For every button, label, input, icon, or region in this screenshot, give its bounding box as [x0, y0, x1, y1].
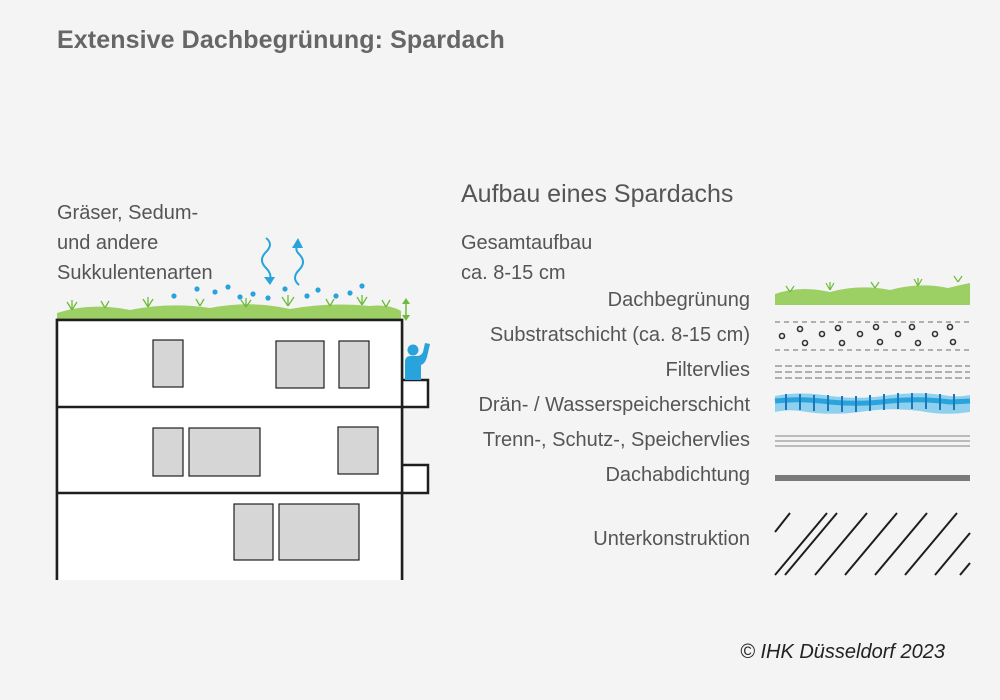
sample-filter-fleece — [775, 365, 970, 379]
sample-separation-fleece — [775, 435, 970, 447]
roof-height-arrow — [402, 298, 410, 321]
sample-substrate — [775, 321, 970, 351]
plants-note-line: Gräser, Sedum- — [57, 202, 199, 224]
plants-note: Gräser, Sedum- und andere Sukkulentenart… — [57, 198, 213, 288]
layer-label-filtervlies: Filtervlies — [665, 359, 750, 381]
sample-substructure — [774, 512, 971, 576]
plant-sprouts — [66, 295, 391, 311]
layer-label-substratschicht: Substratschicht (ca. 8-15 cm) — [489, 324, 750, 346]
layer-label-draenschicht: Drän- / Wasserspeicherschicht — [478, 394, 750, 416]
building-illustration — [55, 237, 430, 580]
total-build-line: Gesamtaufbau — [461, 232, 593, 254]
window — [275, 340, 325, 389]
layer-samples — [774, 275, 971, 576]
copyright-note: © IHK Düsseldorf 2023 — [740, 641, 945, 663]
window — [278, 503, 360, 561]
plants-note-line: Sukkulentenarten — [57, 262, 213, 284]
sample-drainage — [774, 393, 971, 414]
window — [337, 426, 379, 475]
roof-vegetation — [57, 304, 401, 320]
page-title: Extensive Dachbegrünung: Spardach — [57, 26, 505, 54]
window — [152, 427, 184, 477]
section-title: Aufbau eines Spardachs — [461, 180, 734, 208]
window — [338, 340, 370, 389]
rain-arrow-down — [261, 237, 275, 285]
layer-label-dachabdichtung: Dachabdichtung — [605, 464, 750, 486]
window — [152, 339, 184, 388]
sample-vegetation — [775, 275, 970, 305]
layer-label-trennvlies: Trenn-, Schutz-, Speichervlies — [482, 429, 750, 451]
layer-label-unterkonstruktion: Unterkonstruktion — [593, 528, 750, 550]
layer-label-dachbegruenung: Dachbegrünung — [607, 289, 750, 311]
person-figure — [405, 343, 430, 380]
water-droplets — [171, 283, 365, 301]
sample-waterproofing — [775, 475, 970, 481]
plants-note-line: und andere — [57, 232, 159, 254]
window — [188, 427, 261, 477]
total-build-note: Gesamtaufbau ca. 8-15 cm — [461, 228, 592, 288]
balcony — [400, 463, 430, 495]
evaporation-arrow-up — [292, 238, 304, 286]
balcony — [400, 378, 430, 409]
window — [233, 503, 274, 561]
total-build-line: ca. 8-15 cm — [461, 262, 566, 284]
